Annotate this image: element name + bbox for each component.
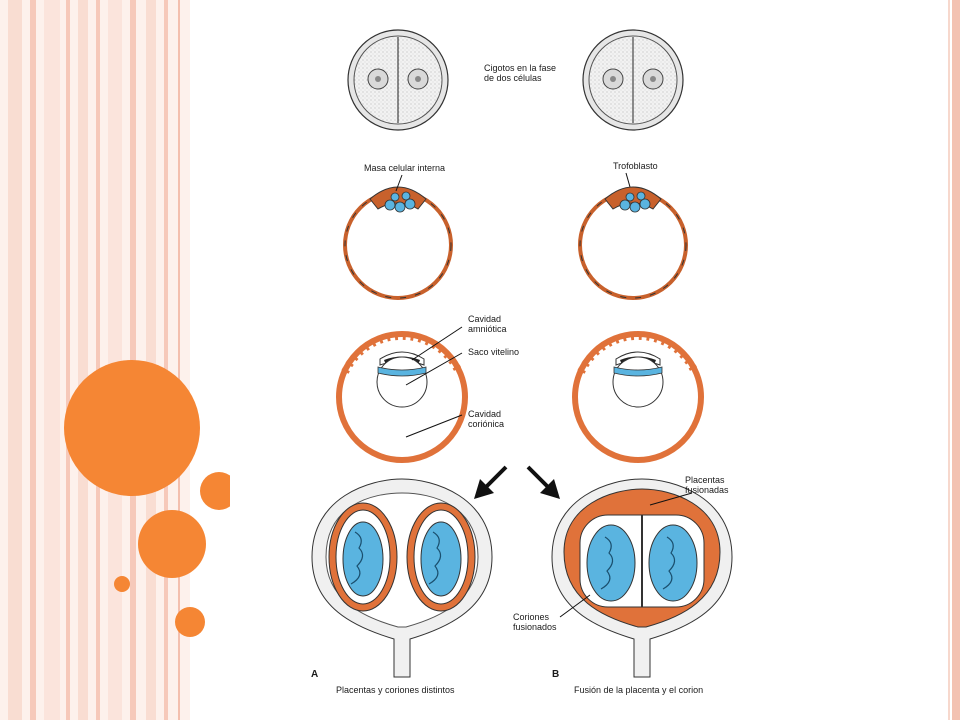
label-placentas-fusionadas: Placentas fusionadas bbox=[685, 475, 729, 495]
right-border-line bbox=[948, 0, 950, 720]
blastocyst-right bbox=[578, 172, 688, 300]
caption-panel-b: Fusión de la placenta y el corion bbox=[574, 685, 704, 695]
twin-development-figure: Cigotos en la fase de dos células Masa c… bbox=[230, 27, 783, 699]
decorative-stripes bbox=[0, 0, 190, 720]
caption-panel-a: Placentas y coriones distintos bbox=[336, 685, 455, 695]
decorative-circle-medium bbox=[138, 510, 206, 578]
label-cigotos: Cigotos en la fase de dos células bbox=[484, 63, 557, 83]
decorative-circle-tiny bbox=[114, 576, 130, 592]
uterus-fused-placentas bbox=[551, 478, 733, 678]
label-saco-vitelino: Saco vitelino bbox=[468, 347, 520, 357]
blastocyst-left bbox=[343, 174, 453, 300]
label-panel-b: B bbox=[552, 669, 560, 680]
label-trofoblasto: Trofoblasto bbox=[613, 161, 658, 171]
twin-development-illustration bbox=[311, 29, 733, 678]
uterus-separate-placentas bbox=[311, 478, 493, 678]
chorionic-sac-left bbox=[336, 326, 468, 463]
chorionic-sac-right bbox=[572, 331, 704, 463]
right-border bbox=[952, 0, 960, 720]
zygote-left bbox=[347, 29, 449, 131]
label-panel-a: A bbox=[311, 669, 319, 680]
label-cavidad-amniotica: Cavidad amniótica bbox=[468, 314, 507, 334]
zygote-right bbox=[582, 29, 684, 131]
label-masa-celular: Masa celular interna bbox=[364, 163, 446, 173]
arrow-left-icon bbox=[474, 465, 508, 499]
decorative-circle-large bbox=[64, 360, 200, 496]
decorative-circle-small-2 bbox=[175, 607, 205, 637]
label-coriones-fusionados: Coriones fusionados bbox=[513, 612, 557, 632]
arrow-right-icon bbox=[526, 465, 560, 499]
label-cavidad-corionica: Cavidad coriónica bbox=[468, 409, 505, 429]
